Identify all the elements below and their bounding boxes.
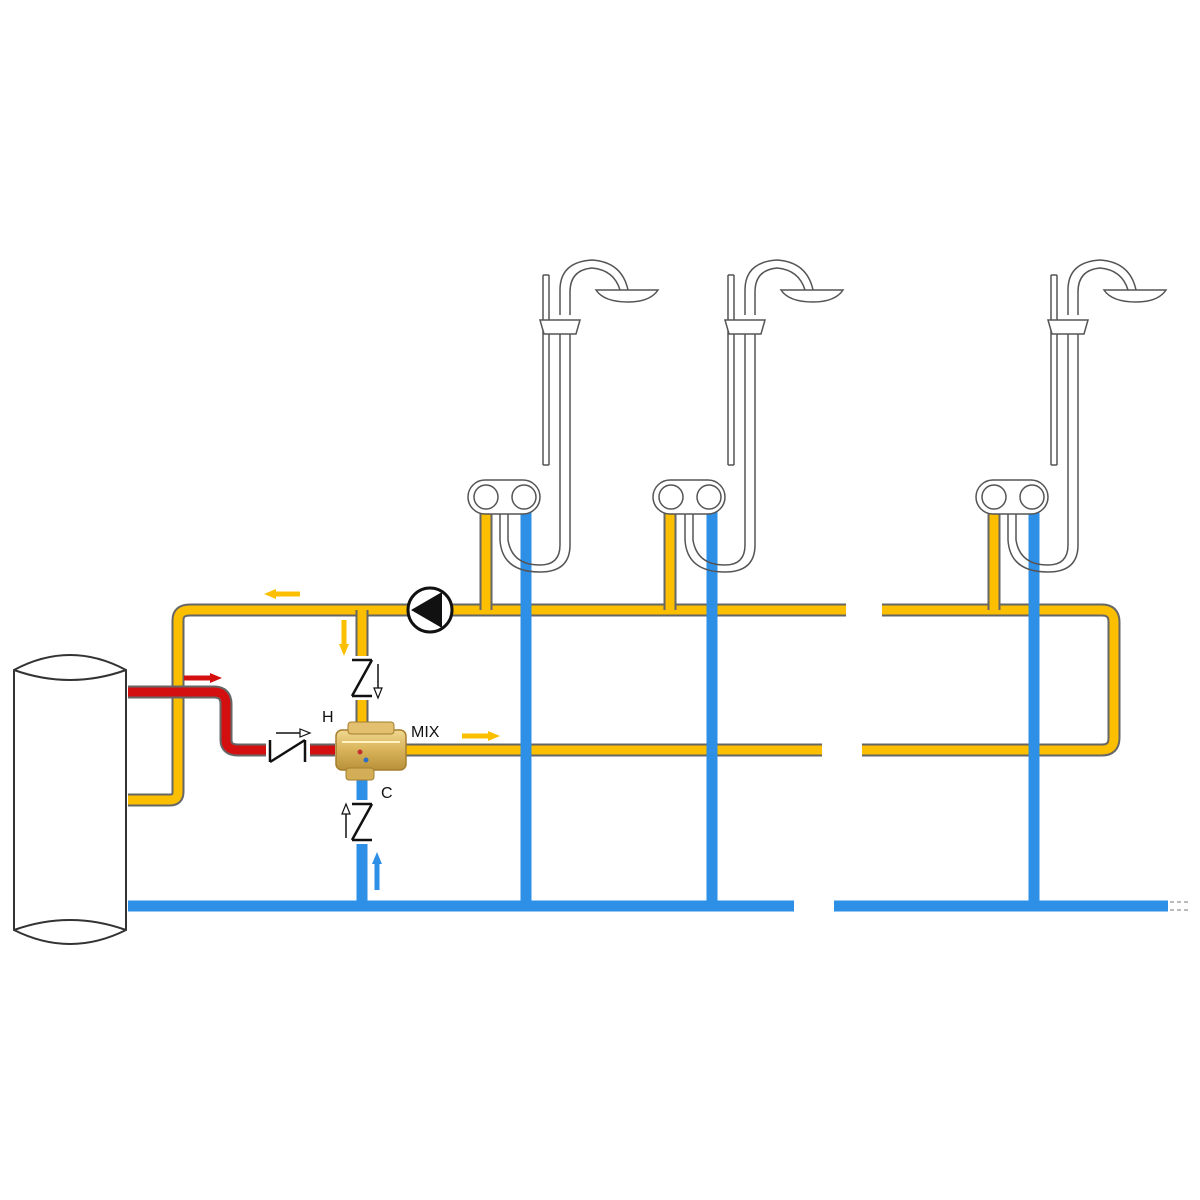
shower-arm (744, 259, 814, 315)
check-valve-cold-icon (341, 800, 374, 844)
shower-arm (559, 259, 629, 315)
shower-head-icon (1102, 289, 1168, 303)
hot-supply-pipe (128, 685, 335, 757)
check-valve-return-icon (350, 656, 383, 700)
shower-head-icon (594, 289, 660, 303)
cold-handle-icon (511, 484, 537, 510)
cold-risers (520, 510, 1040, 906)
warm-return-pipe (128, 603, 1121, 807)
shower-bracket (724, 319, 766, 335)
shower-head-icon (779, 289, 845, 303)
shower-hose (692, 334, 746, 566)
hot-handle-icon (658, 484, 684, 510)
hot-inlet-label: H (322, 709, 334, 726)
mix-outlet-label: MIX (411, 724, 440, 741)
shower-bracket (539, 319, 581, 335)
cold-handle-icon (1019, 484, 1045, 510)
shower-unit (975, 259, 1168, 573)
shower-units (467, 259, 1168, 573)
circulation-pump-icon (406, 586, 454, 634)
cold-inlet-label: C (381, 785, 393, 802)
shower-unit (467, 259, 660, 573)
thermostatic-mixing-valve[interactable] (335, 721, 407, 781)
storage-tank (13, 654, 127, 945)
hot-handle-icon (473, 484, 499, 510)
warm-risers (479, 510, 1001, 610)
shower-rail (542, 275, 550, 465)
shower-arm (1067, 259, 1137, 315)
shower-hose (507, 334, 561, 566)
shower-rail (1050, 275, 1058, 465)
shower-unit (652, 259, 845, 573)
flow-arrows (184, 589, 500, 890)
shower-rail (727, 275, 735, 465)
shower-hose (1015, 334, 1069, 566)
check-valve-hot-icon (266, 728, 312, 764)
cold-handle-icon (696, 484, 722, 510)
shower-bracket (1047, 319, 1089, 335)
hot-handle-icon (981, 484, 1007, 510)
